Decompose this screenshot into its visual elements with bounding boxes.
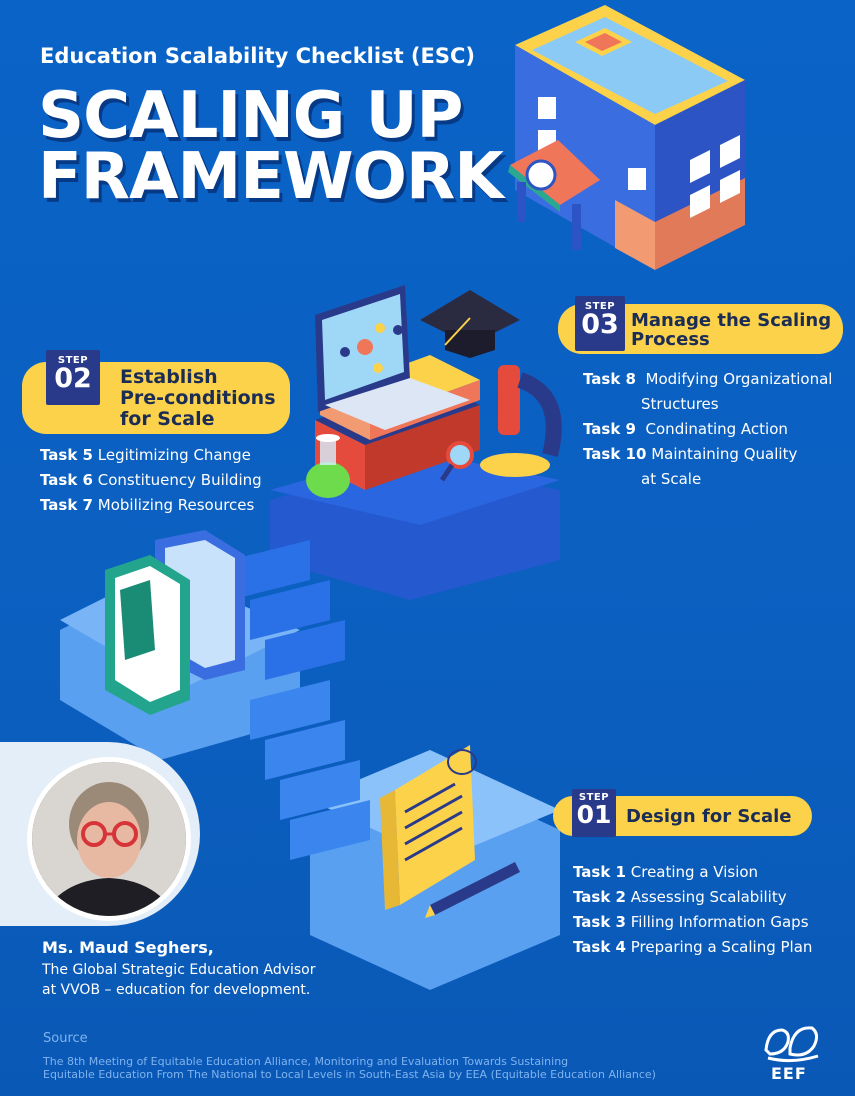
eef-logo-icon — [764, 1026, 819, 1063]
task-6: Task 6 Constituency Building — [40, 471, 262, 489]
step-03-title-line-1: Manage the Scaling — [631, 310, 832, 331]
title-line-2: FRAMEWORK — [38, 140, 504, 214]
task-1: Task 1 Creating a Vision — [573, 863, 759, 881]
step-02-title-line-1: Establish — [120, 366, 218, 388]
subtitle: Education Scalability Checklist (ESC) — [40, 44, 475, 68]
step-02-badge: STEP 02 — [46, 350, 100, 405]
source-heading: Source — [43, 1031, 88, 1046]
task-10: Task 10 Maintaining Quality — [583, 445, 798, 463]
person-name: Ms. Maud Seghers, — [42, 938, 214, 957]
portrait-photo — [27, 757, 191, 921]
step-03-badge: STEP 03 — [575, 296, 625, 351]
step-02-title-line-3: for Scale — [120, 408, 215, 430]
step-02-task-list: Task 5 Legitimizing Change Task 6 Consti… — [40, 443, 262, 518]
step-label: STEP — [578, 792, 610, 803]
document-pencil-icon — [380, 745, 520, 918]
source-line-2: Equitable Education From The National to… — [43, 1068, 656, 1081]
graduation-cap-icon — [420, 290, 520, 358]
portrait-icon — [32, 762, 186, 916]
task-7: Task 7 Mobilizing Resources — [40, 496, 255, 514]
task-8-cont: Structures — [641, 395, 719, 413]
books-icon — [105, 530, 245, 715]
task-4: Task 4 Preparing a Scaling Plan — [573, 938, 813, 956]
person-role-line-2: at VVOB – education for development. — [42, 982, 311, 998]
person-role-line-1: The Global Strategic Education Advisor — [42, 962, 316, 978]
task-3: Task 3 Filling Information Gaps — [573, 913, 809, 931]
step-number: 02 — [54, 363, 92, 394]
step-label: STEP — [584, 301, 616, 312]
flask-icon — [306, 434, 350, 498]
eef-logo-text: EEF — [771, 1064, 807, 1083]
step-01-badge: STEP 01 — [572, 789, 616, 837]
task-5: Task 5 Legitimizing Change — [40, 446, 251, 464]
step-01-task-list: Task 1 Creating a Vision Task 2 Assessin… — [573, 860, 812, 960]
step-03-task-list: Task 8 Modifying Organizational Structur… — [583, 367, 832, 492]
task-8: Task 8 Modifying Organizational — [583, 370, 833, 388]
source-line-1: The 8th Meeting of Equitable Education A… — [43, 1055, 569, 1068]
microscope-icon — [480, 365, 562, 477]
magnifier-icon — [439, 441, 474, 482]
step-number: 01 — [576, 800, 612, 829]
step-02-title: Establish Pre-conditions for Scale — [120, 367, 276, 430]
step-02-title-line-2: Pre-conditions — [120, 387, 276, 409]
step-number: 03 — [581, 309, 619, 340]
step-03-title-line-2: Process — [631, 329, 710, 350]
laptop-books-icon — [315, 285, 480, 490]
step-03-title: Manage the Scaling Process — [631, 311, 831, 349]
task-9: Task 9 Condinating Action — [583, 420, 788, 438]
title-line-1: SCALING UP — [38, 79, 463, 153]
task-2: Task 2 Assessing Scalability — [573, 888, 787, 906]
task-10-cont: at Scale — [641, 470, 702, 488]
step-01-title: Design for Scale — [626, 806, 792, 827]
school-building-icon — [508, 5, 745, 270]
step-label: STEP — [57, 355, 89, 366]
